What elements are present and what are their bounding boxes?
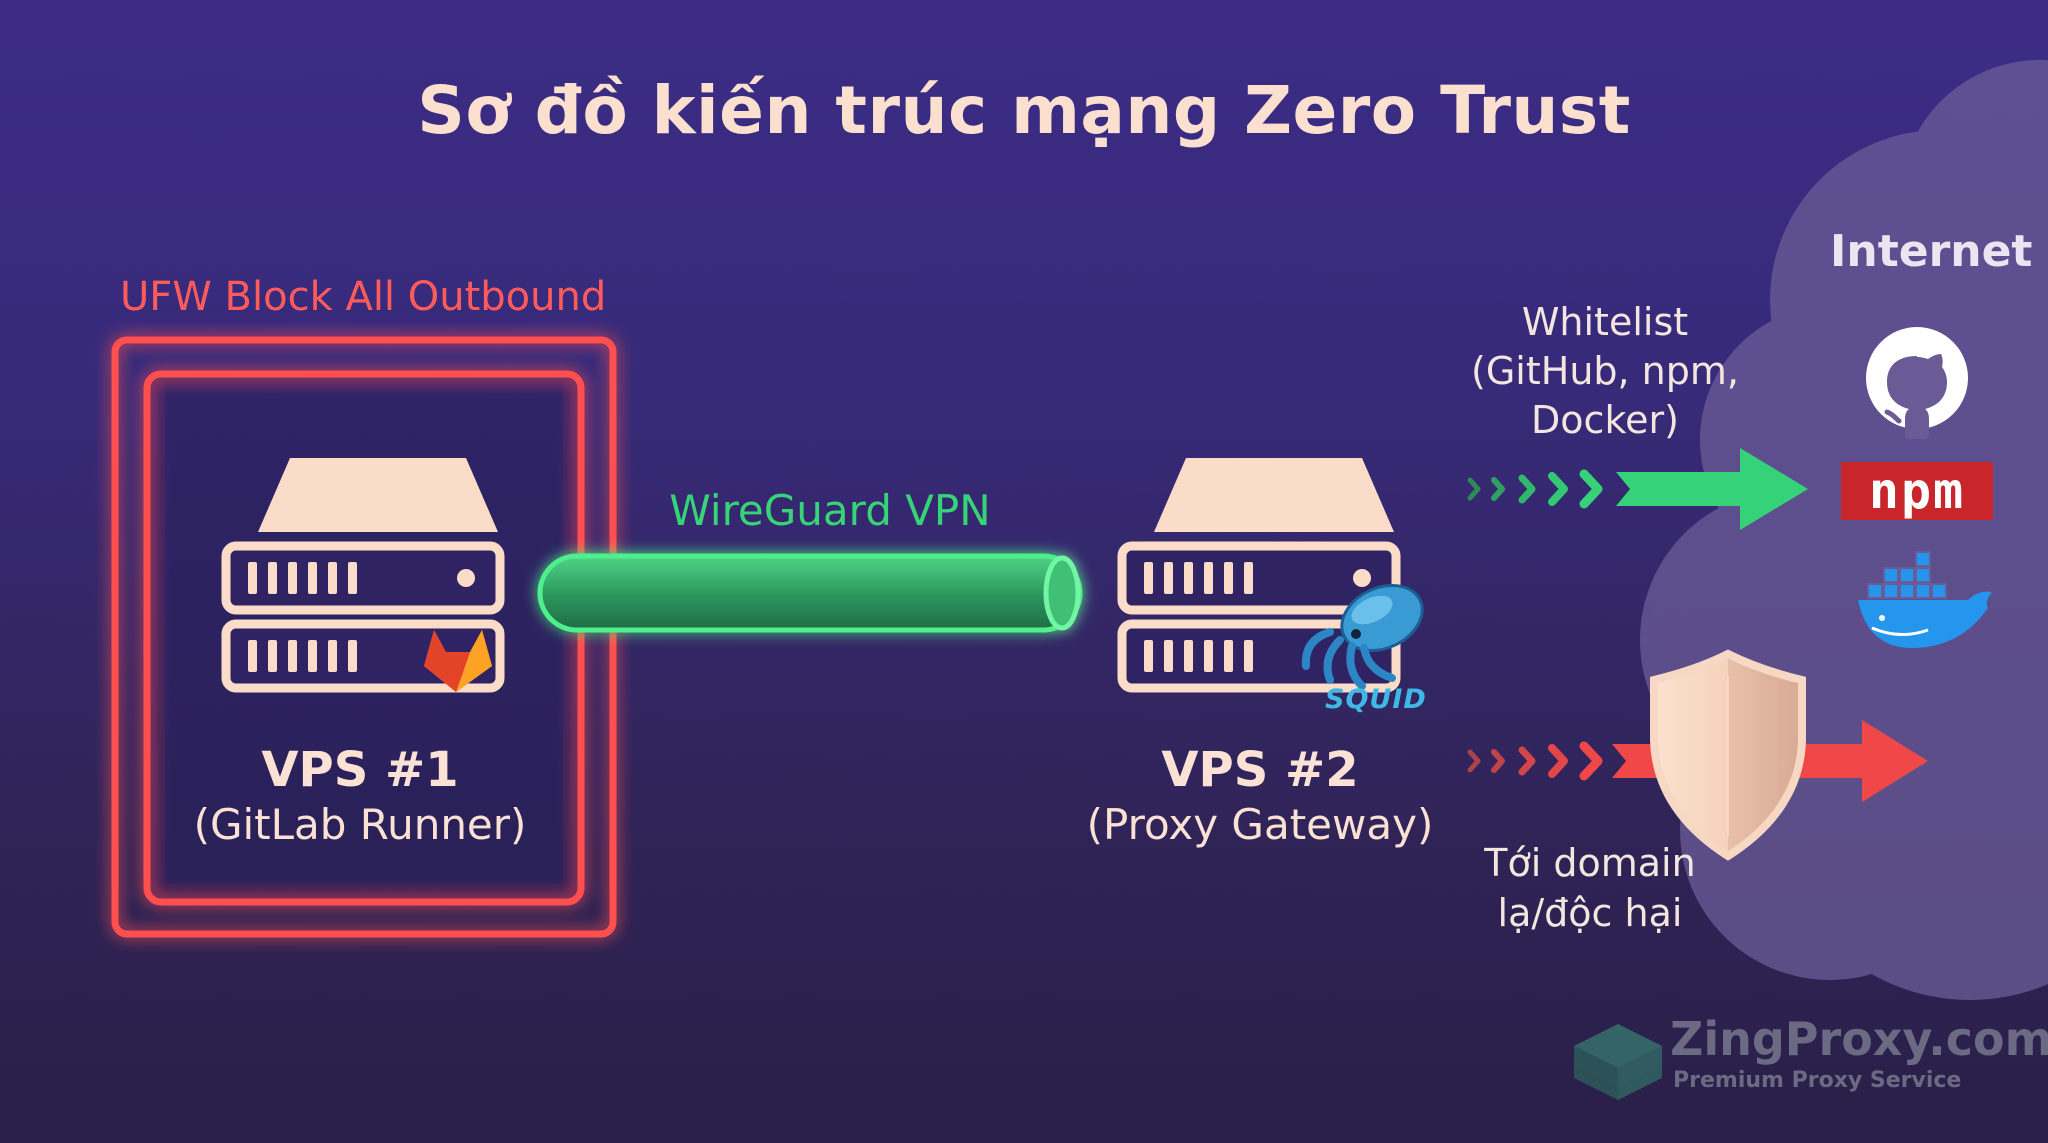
npm-logo-text: npm [1868, 462, 1966, 520]
diagram-title: Sơ đồ kiến trúc mạng Zero Trust [417, 72, 1631, 149]
docker-icon [1858, 551, 1992, 648]
gitlab-icon [424, 630, 492, 692]
vps1-name: VPS #1 [261, 742, 459, 798]
zingproxy-logo-icon [1574, 1024, 1662, 1100]
watermark-tagline: Premium Proxy Service [1673, 1068, 1962, 1093]
npm-logo [1841, 462, 1993, 520]
squid-icon [1301, 584, 1424, 690]
github-icon [1866, 327, 1968, 439]
shield-icon [1650, 649, 1806, 861]
tunnel-label: WireGuard VPN [669, 486, 991, 535]
wireguard-tunnel [537, 553, 1083, 633]
internet-label: Internet [1830, 226, 2033, 277]
allow-route-arrow [1467, 448, 1808, 530]
vps1-role: (GitLab Runner) [193, 800, 527, 849]
squid-logo-text: SQUID [1325, 684, 1427, 715]
vps2-server-icon [1117, 458, 1401, 693]
whitelist-label: Whitelist (GitHub, npm, Docker) [1471, 300, 1739, 442]
vps2-name: VPS #2 [1161, 742, 1359, 798]
vps2-role: (Proxy Gateway) [1086, 800, 1434, 849]
blocked-domain-label: Tới domain lạ/độc hại [1484, 841, 1696, 935]
firewall-label: UFW Block All Outbound [120, 274, 607, 320]
watermark-brand: ZingProxy.com [1670, 1012, 2048, 1066]
